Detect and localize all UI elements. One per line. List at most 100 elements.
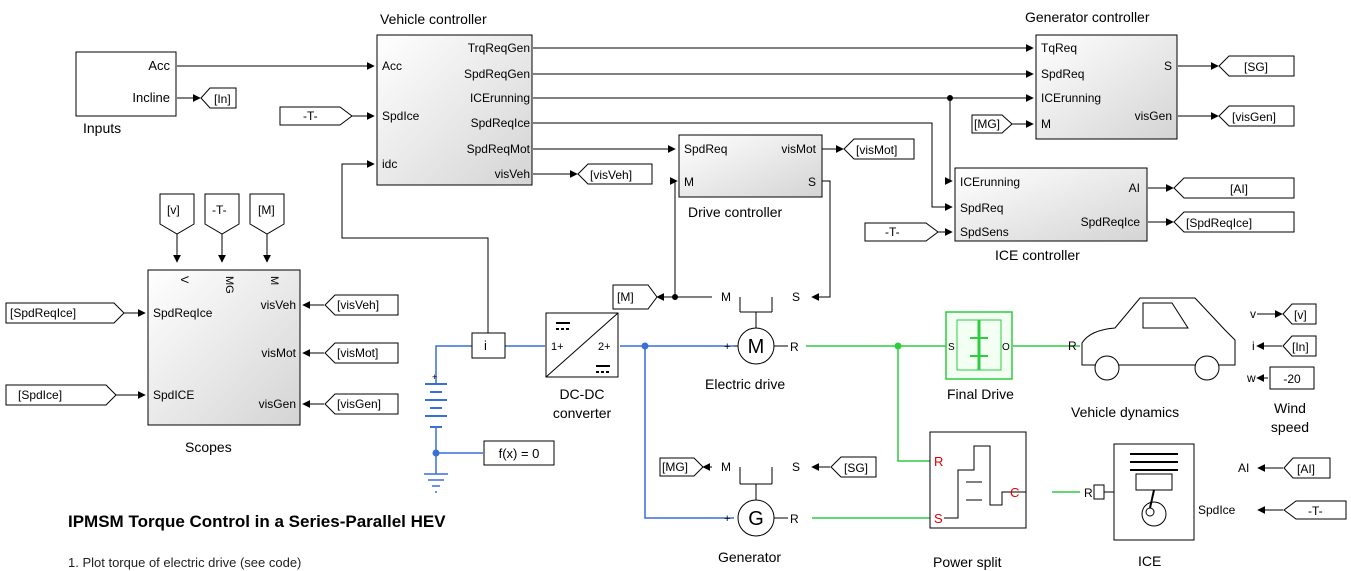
inputs-block[interactable]: Acc Incline Inputs: [75, 51, 177, 136]
tag-v-from: [v]: [167, 203, 180, 217]
electrical-lines: [435, 345, 734, 519]
drive-controller-label: Drive controller: [688, 204, 782, 220]
inputs-port-incline: Incline: [132, 90, 170, 105]
gc-out-s: S: [1164, 59, 1172, 73]
ps-port-c: C: [1010, 485, 1019, 500]
tag-m-goto: [M]: [617, 290, 634, 304]
vc-in-spdice: SpdIce: [382, 109, 420, 123]
vc-out-trqreqgen: TrqReqGen: [468, 41, 530, 55]
vehicle-dynamics-label: Vehicle dynamics: [1071, 404, 1179, 420]
dc-out-vismot: visMot: [781, 142, 816, 156]
tag-in-goto: [In]: [214, 92, 231, 106]
ice-controller-block[interactable]: ICE controller ICErunning SpdReq SpdSens…: [954, 167, 1148, 263]
fd-port-s: S: [948, 342, 955, 353]
scopes-port-mg: MG: [223, 276, 235, 294]
battery-icon: [425, 383, 447, 428]
solver-label: f(x) = 0: [499, 446, 540, 461]
gen-port-s: S: [792, 460, 800, 474]
ice-label: ICE: [1138, 553, 1161, 569]
dcdc-label-line1: DC-DC: [559, 386, 604, 402]
current-sensor-block[interactable]: i: [471, 332, 506, 359]
gc-in-tqreq: TqReq: [1041, 41, 1077, 55]
tag-spdice-from: [SpdIce]: [18, 388, 62, 402]
vd-port-w: w: [1246, 371, 1256, 385]
gc-in-m: M: [1041, 117, 1051, 131]
model-title: IPMSM Torque Control in a Series-Paralle…: [68, 512, 446, 531]
inputs-port-acc: Acc: [148, 58, 170, 73]
vc-in-acc: Acc: [382, 59, 402, 73]
vd-port-i: i: [1252, 339, 1255, 353]
scopes-in-spdice: SpdICE: [153, 388, 194, 402]
final-drive-label: Final Drive: [947, 386, 1014, 402]
ice-in-ai-label: AI: [1238, 461, 1249, 475]
dcdc-converter-block[interactable]: 1+ 2+ DC-DC converter: [545, 312, 619, 421]
tag-visgen-from: [visGen]: [337, 397, 381, 411]
tag-t-vc: -T-: [303, 109, 318, 123]
ic-out-spdreqice: SpdReqIce: [1081, 215, 1141, 229]
wind-speed-label-1: Wind: [1274, 400, 1306, 416]
tag-mg-from: [MG]: [974, 117, 1000, 131]
wind-speed-label-2: speed: [1271, 419, 1309, 435]
signal-lines: [116, 44, 1283, 514]
tag-visgen-goto: [visGen]: [1232, 110, 1276, 124]
solver-config-block[interactable]: f(x) = 0: [483, 440, 555, 466]
vc-out-visveh: visVeh: [495, 167, 530, 181]
tag-ai-goto: [AI]: [1230, 182, 1248, 196]
motor-port-plus: +: [724, 341, 730, 353]
ic-in-icerunning: ICErunning: [960, 175, 1020, 189]
wind-speed-block[interactable]: -20 Wind speed: [1269, 366, 1315, 435]
generator-block[interactable]: G M S + R Generator: [718, 460, 800, 565]
dcdc-port2: 2+: [598, 341, 611, 353]
scopes-port-v: V: [178, 276, 190, 284]
motor-port-m: M: [721, 290, 731, 304]
current-sensor-label: i: [484, 338, 487, 353]
tags: [5, 55, 1347, 520]
vehicle-controller-label: Vehicle controller: [380, 11, 487, 27]
scopes-out-vismot: visMot: [261, 346, 296, 360]
mech-junction: [894, 342, 902, 350]
tag-m-from: [M]: [258, 203, 275, 217]
vehicle-controller-block[interactable]: Vehicle controller Acc SpdIce idc TrqReq…: [376, 11, 533, 186]
svg-text:+: +: [432, 372, 437, 382]
tag-sg-goto: [SG]: [1244, 60, 1268, 74]
tag-vismot-goto: [visMot]: [856, 143, 897, 157]
vd-port-r: R: [1068, 339, 1077, 353]
dcdc-port1: 1+: [551, 341, 564, 353]
model-note[interactable]: 1. Plot torque of electric drive (see co…: [68, 555, 302, 570]
tag-v-goto: [v]: [1294, 308, 1307, 322]
motor-glyph: M: [748, 336, 765, 358]
tag-spdreqice-from: [SpdReqIce]: [10, 306, 76, 320]
vc-out-icerunning: ICErunning: [470, 91, 530, 105]
fd-port-o: O: [1002, 342, 1010, 353]
power-split-block[interactable]: R S C Power split: [929, 431, 1027, 570]
ice-port-r: R: [1084, 486, 1093, 500]
vc-out-spdreqice: SpdReqIce: [471, 116, 531, 130]
drive-controller-block[interactable]: Drive controller SpdReq M visMot S: [678, 134, 823, 220]
vehicle-dynamics-block[interactable]: R v i w Vehicle dynamics: [1068, 297, 1256, 420]
generator-label: Generator: [718, 549, 781, 565]
tag-visveh-goto: [visVeh]: [590, 168, 632, 182]
junction-dots: [672, 95, 953, 300]
generator-controller-block[interactable]: Generator controller TqReq SpdReq ICErun…: [1025, 9, 1178, 140]
dcdc-label-line2: converter: [553, 405, 612, 421]
electric-drive-label: Electric drive: [705, 376, 785, 392]
motor-port-s: S: [792, 290, 800, 304]
ic-out-ai: AI: [1129, 181, 1140, 195]
scopes-out-visgen: visGen: [259, 397, 296, 411]
electric-drive-block[interactable]: M M S + R Electric drive: [705, 290, 800, 392]
inputs-label: Inputs: [83, 120, 121, 136]
generator-controller-label: Generator controller: [1025, 9, 1150, 25]
generator-glyph: G: [748, 508, 764, 530]
tag-ai-from: [AI]: [1297, 462, 1315, 476]
dc-out-s: S: [808, 175, 816, 189]
electrical-dots: [432, 342, 649, 457]
gen-port-m: M: [721, 460, 731, 474]
tag-vismot-from: [visMot]: [337, 346, 378, 360]
ice-block[interactable]: R ICE: [1084, 443, 1195, 569]
scopes-block[interactable]: Scopes V MG M SpdReqIce SpdICE visVeh vi…: [147, 269, 301, 455]
tag-in-from: [In]: [1292, 340, 1309, 354]
final-drive-block[interactable]: S O Final Drive: [945, 311, 1014, 402]
vc-in-idc: idc: [382, 157, 397, 171]
tag-t-ice2: -T-: [1308, 504, 1323, 518]
